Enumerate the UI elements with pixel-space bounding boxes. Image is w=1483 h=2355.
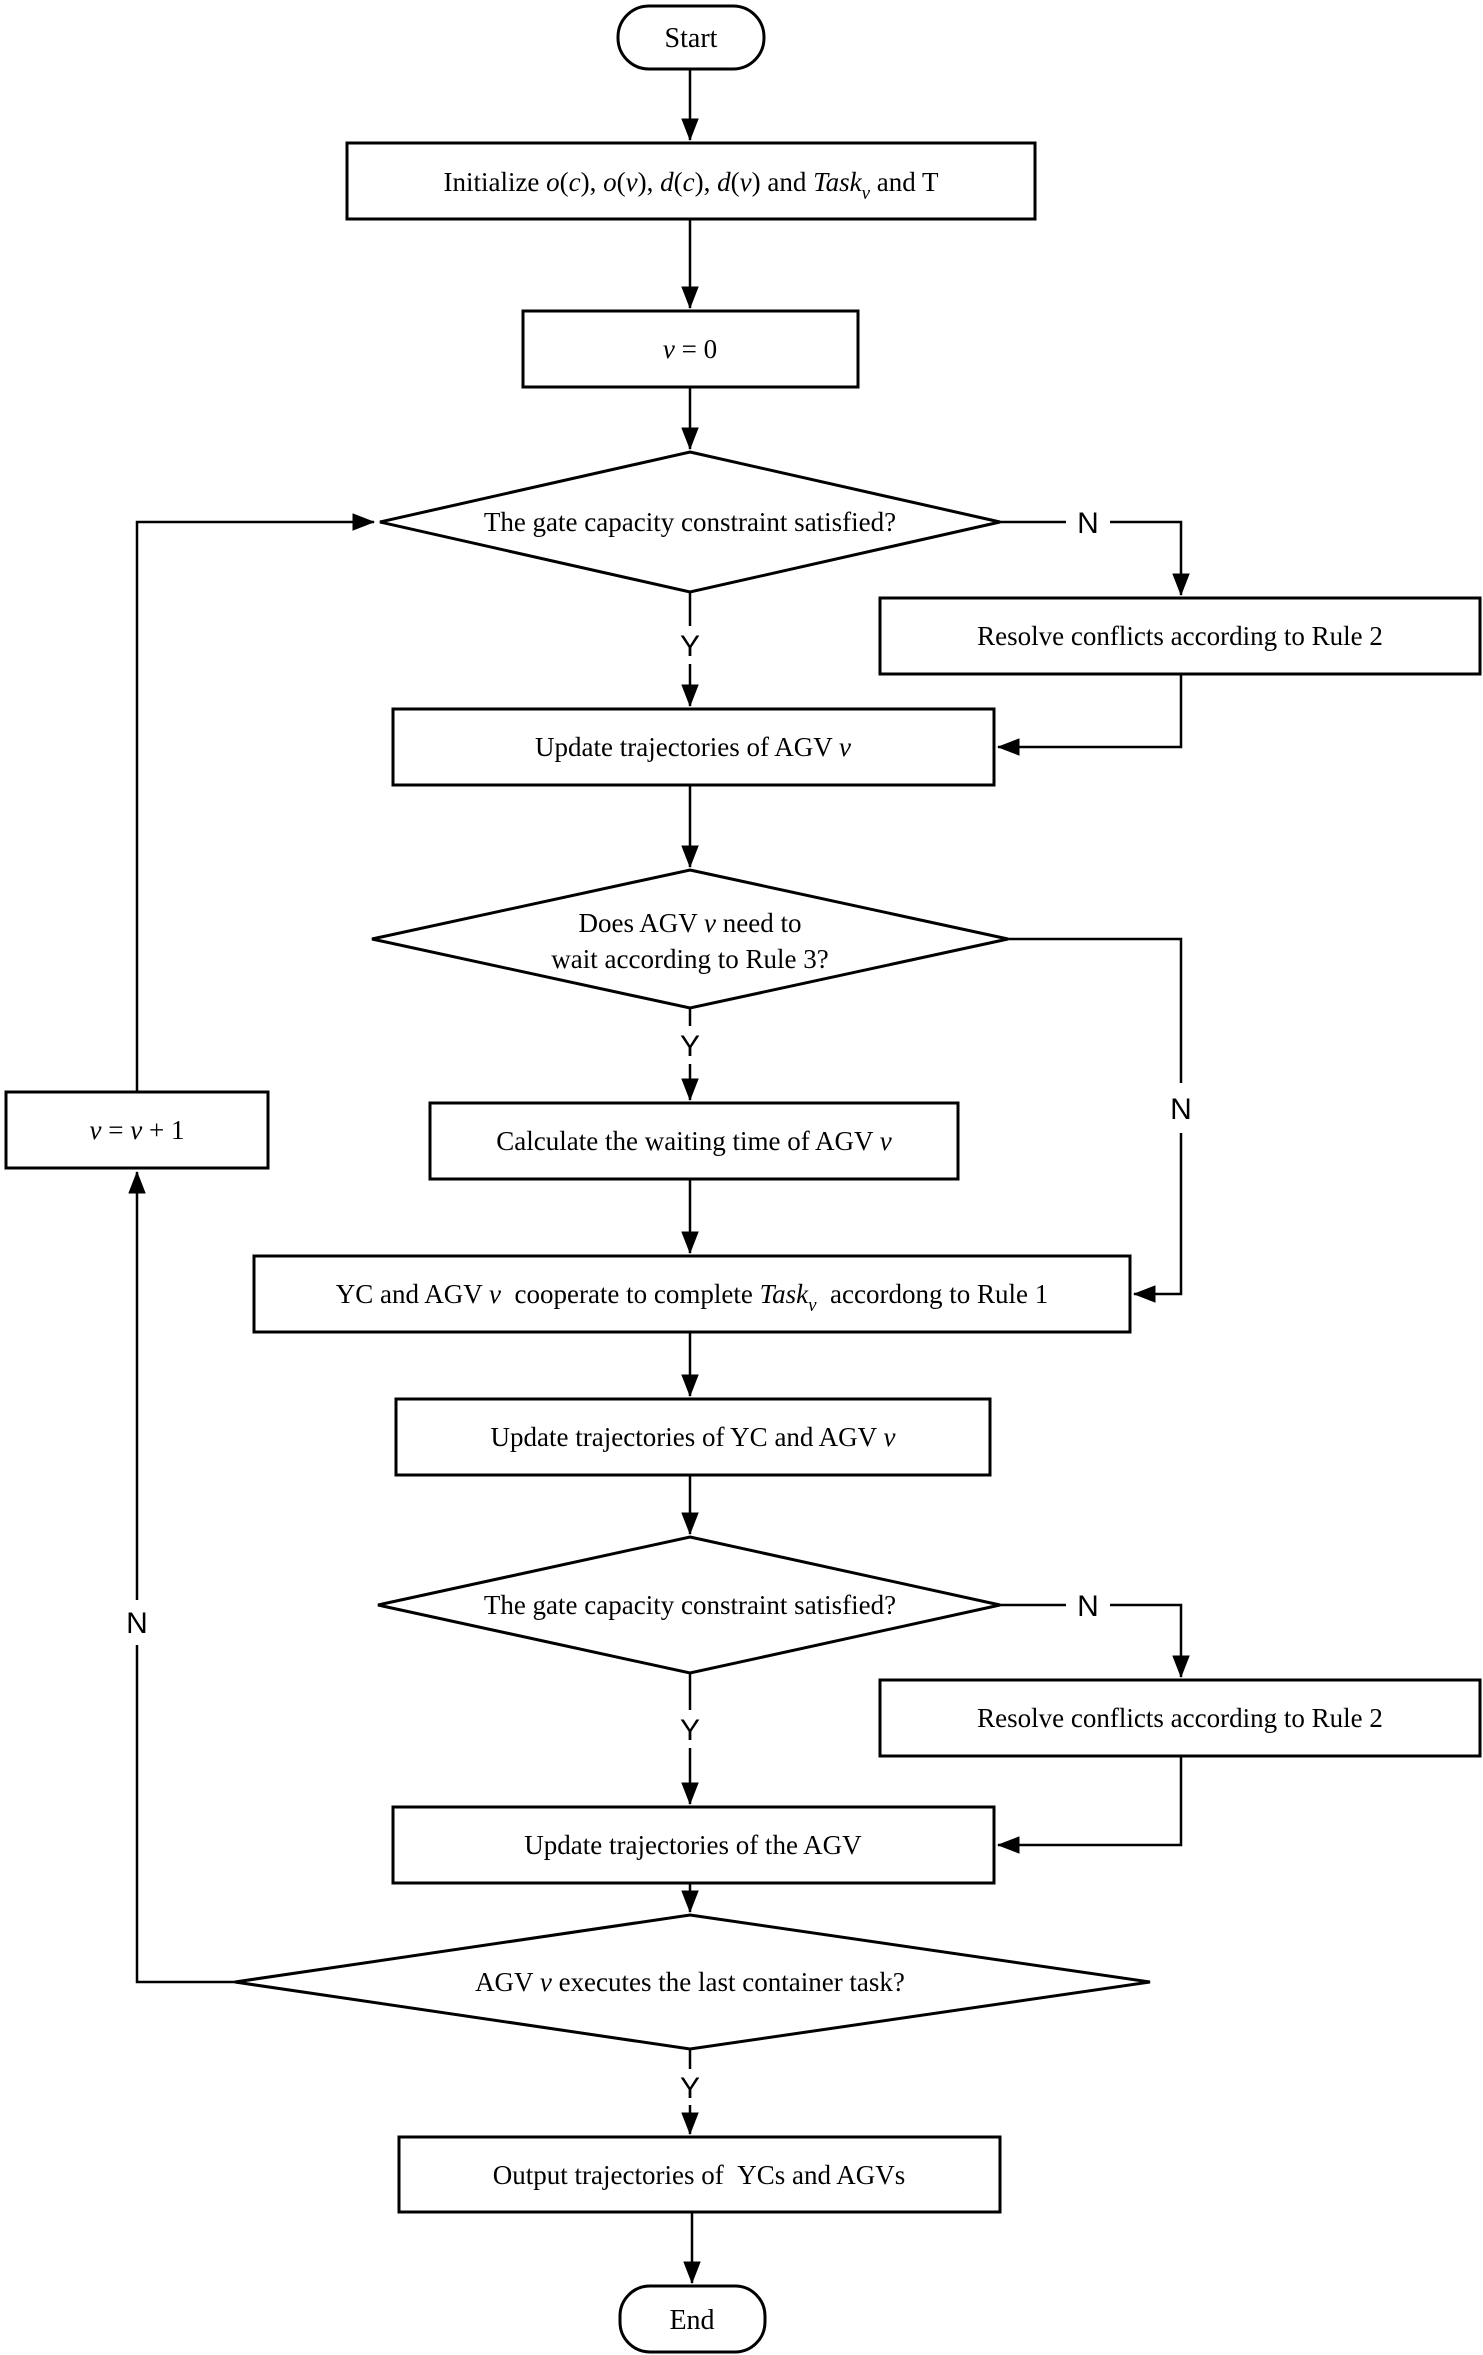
edge-last-n-lower (135, 1645, 235, 1984)
waitcheck-label-line1: Does AGV v need to (579, 908, 802, 938)
node-v-increment: v = v + 1 (4, 1090, 270, 1170)
gate1-label: The gate capacity constraint satisfied? (484, 507, 896, 537)
calc-process-shape (428, 1101, 960, 1181)
node-update-agv-v: Update trajectories of AGV v (391, 707, 996, 787)
vzero-label: v = 0 (663, 334, 717, 364)
vinc-process-shape (4, 1090, 270, 1170)
node-last-task-check: AGV v executes the last container task? (234, 1913, 1151, 2051)
label-n1: N (1077, 507, 1099, 540)
edge-vinc-to-gate1 (135, 513, 375, 1092)
resolve1-label: Resolve conflicts according to Rule 2 (977, 621, 1383, 651)
edge-gate2-n-arrow (1110, 1603, 1190, 1678)
end-label: End (669, 2305, 714, 2336)
resolve1-process-shape (878, 596, 1482, 676)
node-wait-check: Does AGV v need to wait according to Rul… (371, 868, 1009, 1010)
update1-label: Update trajectories of AGV v (535, 732, 851, 762)
end-terminator-shape (618, 2284, 767, 2354)
start-label: Start (665, 23, 718, 54)
node-update-the-agv: Update trajectories of the AGV (391, 1805, 996, 1885)
lastcheck-decision-shape (234, 1913, 1151, 2051)
calc-label: Calculate the waiting time of AGV v (496, 1126, 891, 1156)
node-calc-wait: Calculate the waiting time of AGV v (428, 1101, 960, 1181)
label-y3: Y (680, 1714, 700, 1747)
output-process-shape (397, 2135, 1002, 2214)
yc-process-shape (252, 1254, 1132, 1334)
edge-wait-n-upper (1008, 937, 1183, 1083)
node-gate-check-1: The gate capacity constraint satisfied? (379, 450, 1001, 594)
waitcheck-decision-shape (371, 868, 1009, 1010)
initialize-label: Initialize o(c), o(v), d(c), d(v) and Ta… (443, 167, 939, 204)
start-terminator-shape (616, 4, 766, 71)
resolve2-process-shape (878, 1678, 1482, 1758)
label-y1: Y (680, 630, 700, 663)
update2-label: Update trajectories of YC and AGV v (491, 1422, 896, 1452)
label-y2: Y (680, 1030, 700, 1063)
vinc-label: v = v + 1 (90, 1115, 185, 1145)
initialize-process-shape (345, 141, 1037, 221)
update3-label: Update trajectories of the AGV (524, 1830, 862, 1860)
label-n3: N (1077, 1590, 1099, 1623)
output-label: Output trajectories of YCs and AGVs (493, 2160, 905, 2190)
label-n4: N (126, 1607, 148, 1640)
edge-wait-n-lower (1133, 1133, 1183, 1303)
node-start: Start (616, 4, 766, 71)
update3-process-shape (391, 1805, 996, 1885)
gate1-decision-shape (379, 450, 1001, 594)
node-end: End (618, 2284, 767, 2354)
gate2-decision-shape (377, 1535, 1001, 1675)
vzero-process-shape (521, 309, 860, 389)
label-y4: Y (680, 2072, 700, 2105)
node-v-zero: v = 0 (521, 309, 860, 389)
label-n2: N (1170, 1093, 1192, 1126)
update2-process-shape (394, 1397, 992, 1477)
lastcheck-label: AGV v executes the last container task? (475, 1967, 905, 1997)
gate2-label: The gate capacity constraint satisfied? (484, 1590, 896, 1620)
edge-gate1-n-arrow (1110, 520, 1190, 596)
resolve2-label: Resolve conflicts according to Rule 2 (977, 1703, 1383, 1733)
waitcheck-label-line2: wait according to Rule 3? (551, 944, 828, 974)
yc-label: YC and AGV v cooperate to complete Taskv… (336, 1279, 1049, 1316)
update1-process-shape (391, 707, 996, 787)
node-resolve-2: Resolve conflicts according to Rule 2 (878, 1678, 1482, 1758)
edge-labels: Y N Y N Y N Y N (126, 507, 1192, 2105)
node-gate-check-2: The gate capacity constraint satisfied? (377, 1535, 1001, 1675)
node-update-yc-agv: Update trajectories of YC and AGV v (394, 1397, 992, 1477)
node-yc-cooperate: YC and AGV v cooperate to complete Taskv… (252, 1254, 1132, 1334)
edges (128, 69, 1190, 2284)
edge-resolve1-update (997, 674, 1183, 756)
edge-resolve2-update3 (997, 1756, 1183, 1854)
node-output: Output trajectories of YCs and AGVs (397, 2135, 1002, 2214)
node-initialize: Initialize o(c), o(v), d(c), d(v) and Ta… (345, 141, 1037, 221)
node-resolve-1: Resolve conflicts according to Rule 2 (878, 596, 1482, 676)
